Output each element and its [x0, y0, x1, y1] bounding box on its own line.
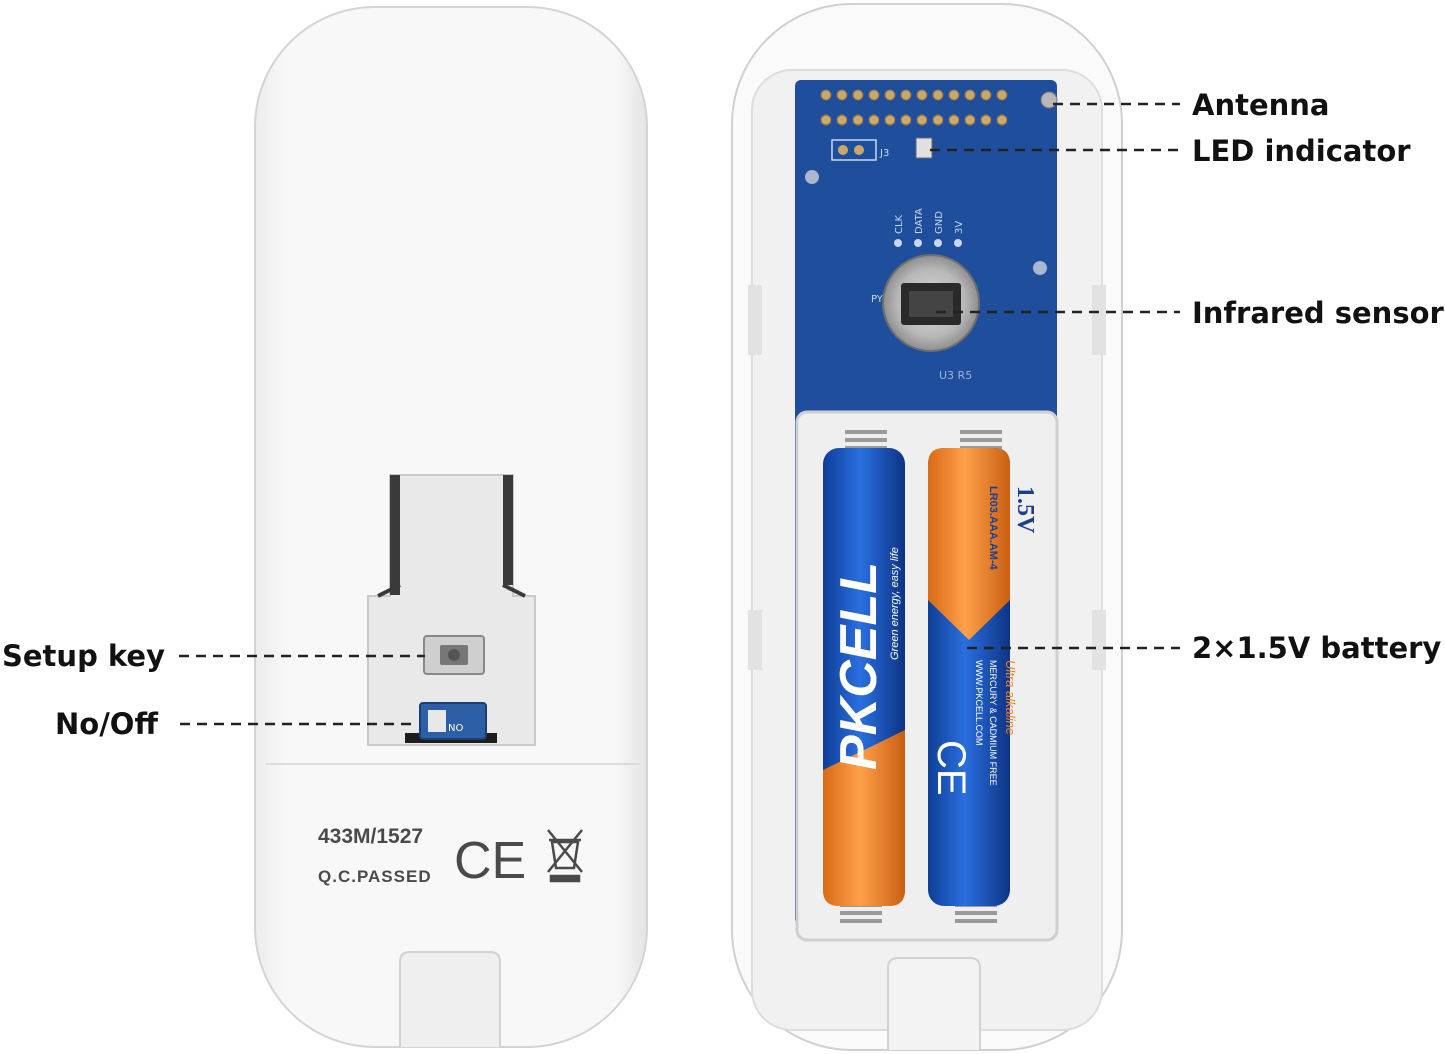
callout-lines — [179, 102, 1180, 726]
battery-voltage: 1.5V — [1012, 486, 1038, 534]
power-switch[interactable]: NO — [405, 702, 497, 743]
pin-3v: 3V — [954, 221, 965, 234]
battery-slogan: Green energy, easy life — [889, 547, 901, 660]
model-marking: 433M/1527 — [318, 825, 423, 848]
back-cover: NO 433M/1527 Q.C.PASSED CE — [254, 6, 648, 1048]
battery-note: MERCURY & CADMIUM FREE — [988, 660, 998, 786]
battery-type: Ultra alkaline — [1003, 660, 1018, 735]
qc-marking: Q.C.PASSED — [318, 867, 432, 886]
led-indicator — [915, 137, 933, 159]
battery-url: WWW.PKCELL.COM — [974, 660, 984, 746]
pin-data: DATA — [914, 208, 925, 234]
pin-gnd: GND — [934, 211, 945, 234]
infrared-sensor-label: Infrared sensor — [1192, 296, 1444, 330]
sensor-prefix: PY — [871, 294, 884, 305]
battery-right: 1.5V LR03.AAA.AM-4 Ultra alkaline MERCUR… — [928, 448, 1038, 906]
battery-left: PKCELL Green energy, easy life — [823, 448, 905, 906]
infrared-sensor — [882, 254, 980, 352]
ce-mark: CE — [454, 832, 526, 890]
switch-marking: NO — [448, 723, 463, 734]
battery-label: 2×1.5V battery — [1192, 631, 1442, 665]
battery-ce-mark: CE — [929, 740, 973, 796]
antenna-header — [820, 89, 1008, 126]
battery-brand: PKCELL — [830, 562, 888, 770]
mounting-slot — [367, 474, 536, 746]
battery-code: LR03.AAA.AM-4 — [987, 486, 999, 571]
power-switch-label: No/Off — [55, 707, 158, 741]
weee-bin-icon — [547, 829, 583, 883]
silkscreen-text: U3 R5 — [939, 369, 972, 382]
antenna-label: Antenna — [1192, 88, 1330, 122]
setup-key-button[interactable] — [423, 635, 485, 675]
antenna-solder-point — [1040, 91, 1058, 109]
pin-labels: CLK DATA GND 3V — [894, 208, 965, 247]
led-indicator-label: LED indicator — [1192, 134, 1411, 168]
jumper-label: J3 — [879, 148, 889, 159]
setup-key-label: Setup key — [2, 639, 165, 673]
pin-clk: CLK — [894, 214, 905, 234]
